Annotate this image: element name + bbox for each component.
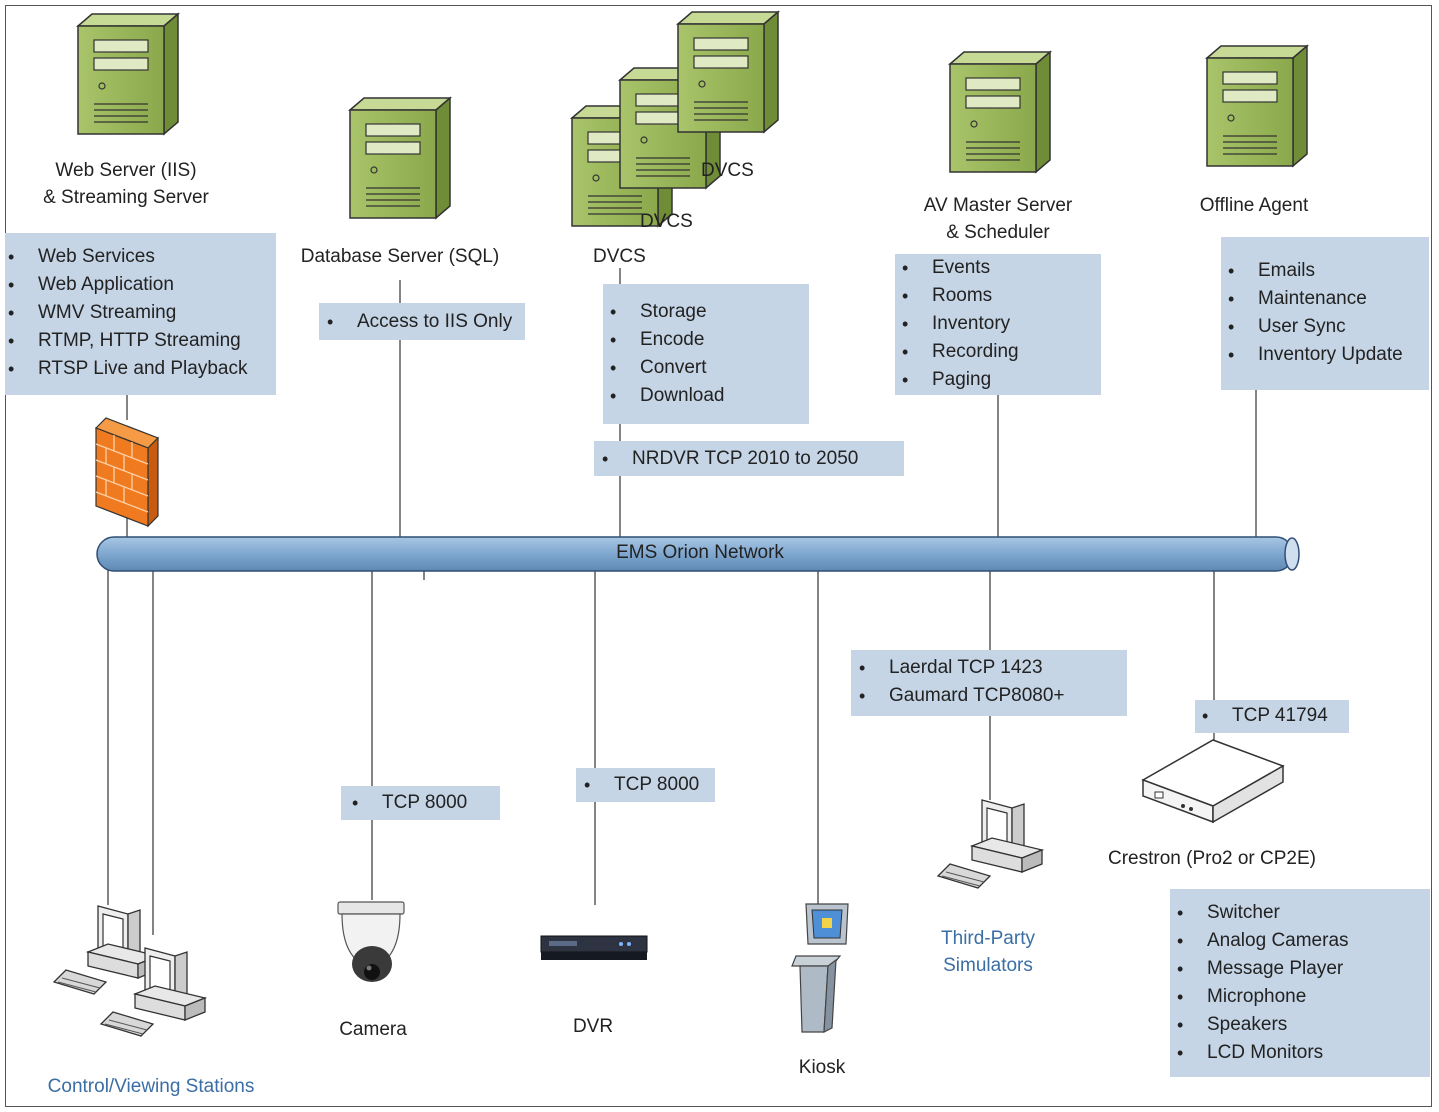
dvr-icon bbox=[540, 935, 648, 960]
crestron-port-box: TCP 41794 bbox=[1195, 700, 1349, 733]
simulator-ports-box: Laerdal TCP 1423 Gaumard TCP8080+ bbox=[851, 650, 1127, 716]
list-item: Rooms bbox=[895, 282, 1101, 310]
list-item: RTMP, HTTP Streaming bbox=[5, 327, 276, 355]
list-item: Convert bbox=[603, 354, 809, 382]
list-item: Maintenance bbox=[1221, 285, 1429, 313]
web-services-box: Web Services Web Application WMV Streami… bbox=[5, 233, 276, 395]
network-label: EMS Orion Network bbox=[616, 542, 784, 563]
dvcs-server-icon bbox=[677, 11, 779, 133]
offline-functions-box: Emails Maintenance User Sync Inventory U… bbox=[1221, 237, 1429, 390]
database-server-label: Database Server (SQL) bbox=[300, 246, 500, 267]
list-item: Laerdal TCP 1423 bbox=[851, 654, 1127, 682]
list-item: Gaumard TCP8080+ bbox=[851, 682, 1127, 710]
third-party-simulators-label: Third-Party Simulators bbox=[941, 928, 1035, 976]
list-item: TCP 8000 bbox=[341, 789, 500, 817]
list-item: Access to IIS Only bbox=[319, 308, 525, 336]
list-item: Speakers bbox=[1170, 1011, 1430, 1039]
database-server-icon bbox=[349, 97, 451, 219]
list-item: Paging bbox=[895, 366, 1101, 394]
crestron-device-icon bbox=[1141, 739, 1285, 824]
list-item: Inventory Update bbox=[1221, 341, 1429, 369]
list-item: Encode bbox=[603, 326, 809, 354]
list-item: Inventory bbox=[895, 310, 1101, 338]
list-item: Web Application bbox=[5, 271, 276, 299]
list-item: Switcher bbox=[1170, 899, 1430, 927]
workstation-icon bbox=[53, 905, 159, 995]
list-item: Storage bbox=[603, 298, 809, 326]
offline-agent-label: Offline Agent bbox=[1199, 195, 1309, 216]
list-item: WMV Streaming bbox=[5, 299, 276, 327]
web-server-icon bbox=[77, 13, 179, 135]
camera-port-box: TCP 8000 bbox=[341, 786, 500, 820]
firewall-icon bbox=[94, 417, 160, 528]
list-item: Download bbox=[603, 382, 809, 410]
av-master-server-icon bbox=[949, 51, 1051, 173]
list-item: NRDVR TCP 2010 to 2050 bbox=[594, 445, 904, 473]
list-item: Microphone bbox=[1170, 983, 1430, 1011]
camera-icon bbox=[337, 901, 405, 982]
control-stations-label: Control/Viewing Stations bbox=[47, 1076, 255, 1097]
web-server-label: Web Server (IIS) & Streaming Server bbox=[43, 160, 209, 208]
database-access-box: Access to IIS Only bbox=[319, 303, 525, 340]
simulator-workstation-icon bbox=[937, 799, 1043, 889]
list-item: User Sync bbox=[1221, 313, 1429, 341]
list-item: RTSP Live and Playback bbox=[5, 355, 276, 383]
camera-label: Camera bbox=[339, 1019, 407, 1040]
list-item: Events bbox=[895, 254, 1101, 282]
dvcs-functions-box: Storage Encode Convert Download bbox=[603, 284, 809, 424]
kiosk-icon bbox=[791, 903, 849, 1034]
kiosk-label: Kiosk bbox=[798, 1057, 846, 1078]
list-item: LCD Monitors bbox=[1170, 1039, 1430, 1067]
network-pipe bbox=[96, 536, 1300, 572]
list-item: Web Services bbox=[5, 243, 276, 271]
dvcs-label-2: DVCS bbox=[640, 211, 693, 232]
offline-agent-server-icon bbox=[1206, 45, 1308, 167]
dvr-port-box: TCP 8000 bbox=[576, 768, 715, 802]
dvcs-label-1: DVCS bbox=[701, 160, 754, 181]
av-master-label: AV Master Server & Scheduler bbox=[923, 195, 1073, 243]
list-item: TCP 41794 bbox=[1195, 702, 1349, 730]
nrdvr-port-box: NRDVR TCP 2010 to 2050 bbox=[594, 441, 904, 476]
list-item: Emails bbox=[1221, 257, 1429, 285]
list-item: Recording bbox=[895, 338, 1101, 366]
dvr-label: DVR bbox=[572, 1016, 614, 1037]
dvcs-label-3: DVCS bbox=[593, 246, 646, 267]
crestron-label: Crestron (Pro2 or CP2E) bbox=[1107, 848, 1316, 869]
diagram-frame bbox=[5, 5, 1432, 1107]
av-functions-box: Events Rooms Inventory Recording Paging bbox=[895, 254, 1101, 395]
list-item: TCP 8000 bbox=[576, 771, 715, 799]
list-item: Analog Cameras bbox=[1170, 927, 1430, 955]
list-item: Message Player bbox=[1170, 955, 1430, 983]
crestron-devices-box: Switcher Analog Cameras Message Player M… bbox=[1170, 889, 1430, 1077]
